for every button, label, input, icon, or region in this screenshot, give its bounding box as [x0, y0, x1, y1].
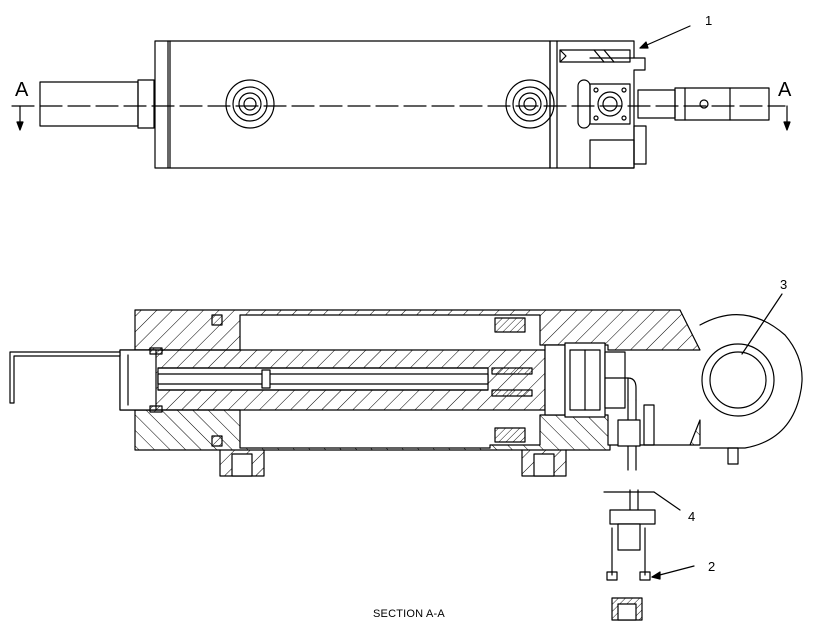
seal-top [494, 317, 526, 333]
callout-4: 4 [688, 509, 696, 524]
section-caption: SECTION A-A [373, 608, 445, 620]
section-view [9, 293, 803, 621]
top-head-block [549, 40, 646, 169]
top-port-right [505, 79, 555, 129]
callout-2: 2 [708, 559, 716, 574]
callout-1: 1 [705, 13, 713, 28]
callout-3: 3 [780, 277, 788, 292]
extension-bar [9, 351, 121, 404]
rod-end-cap [119, 349, 157, 411]
housing-bottom [134, 409, 701, 451]
clevis-eye [699, 314, 803, 449]
top-bolt [559, 49, 631, 63]
clevis-bore [701, 343, 775, 417]
leader-3 [741, 293, 783, 355]
seal-bottom [494, 427, 526, 443]
top-rod-collar [137, 79, 155, 129]
top-rod-clevis [674, 87, 770, 121]
section-mark-left: A [15, 79, 29, 101]
sensor-assembly [606, 489, 656, 621]
top-view [11, 25, 791, 169]
top-fitting [589, 83, 631, 125]
top-rod-end [39, 81, 139, 127]
top-barrel [154, 40, 551, 169]
top-port-left [225, 79, 275, 129]
section-mark-right: A [778, 79, 792, 101]
leader-1 [639, 25, 691, 49]
